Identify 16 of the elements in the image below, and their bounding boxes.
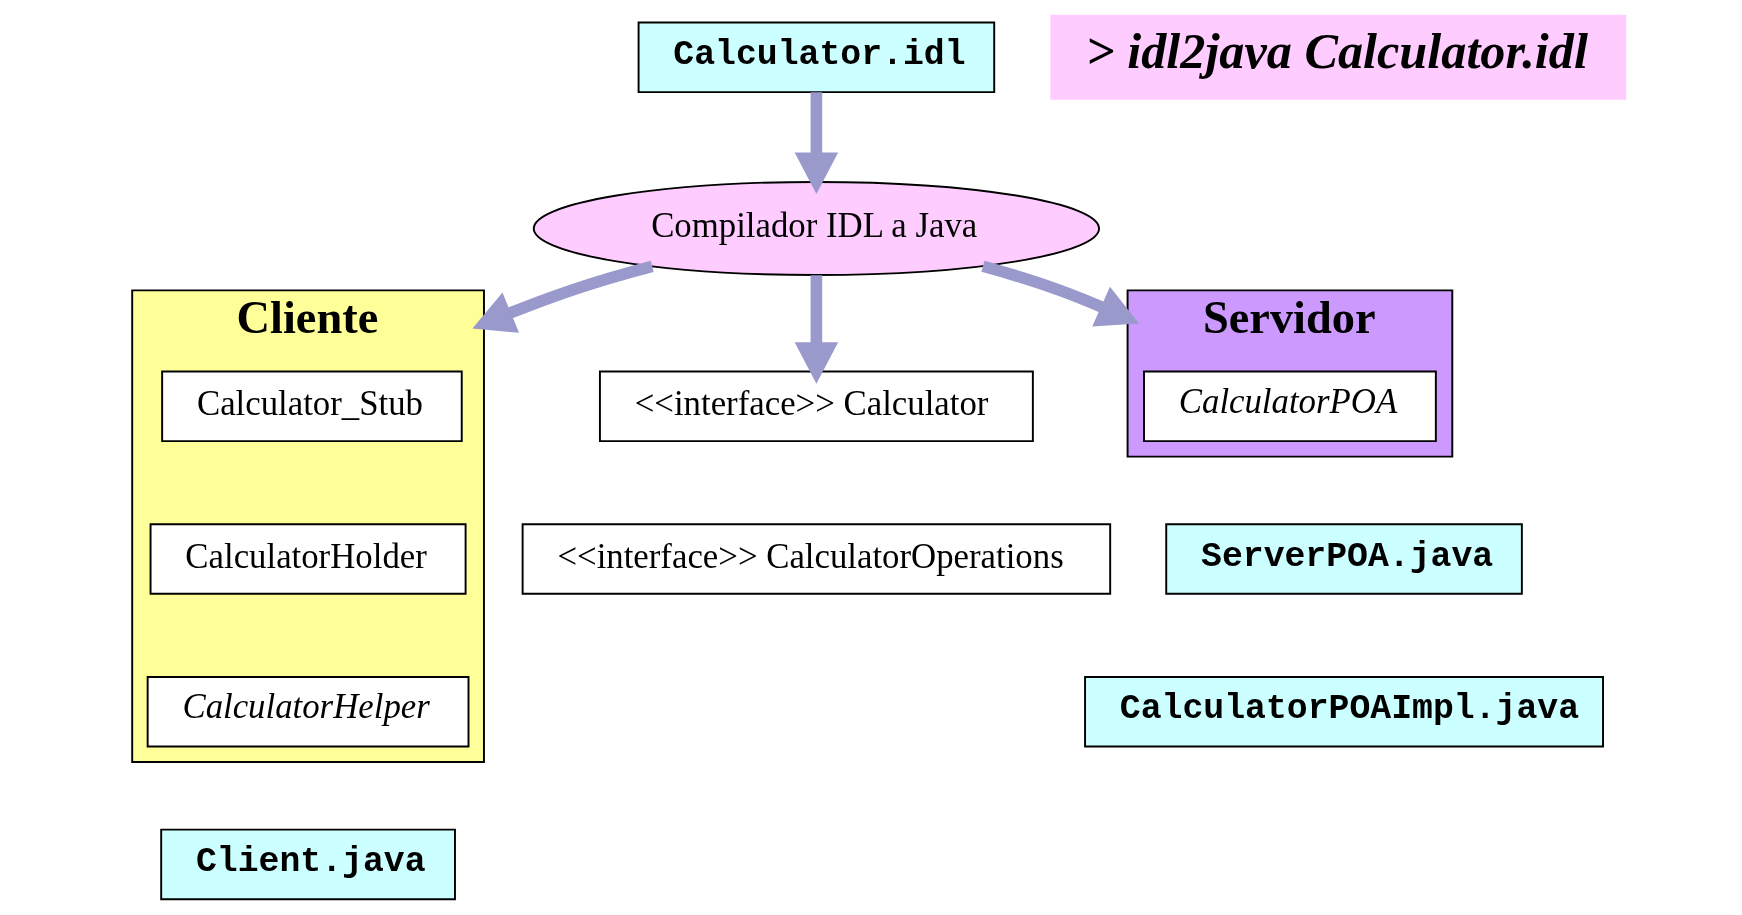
node-ellipse: Compilador IDL a Java [532, 180, 1100, 276]
node-box: Calculator_Stub [161, 370, 463, 443]
node-box: Client.java [160, 828, 456, 901]
node-box: Calculator.idl [637, 21, 996, 94]
arrow [981, 260, 1139, 327]
arrow [472, 260, 654, 333]
node-box: > idl2java Calculator.idl [1050, 14, 1627, 100]
node-box: CalculatorPOA [1143, 370, 1437, 443]
node-box: CalculatorPOAImpl.java [1084, 676, 1604, 748]
arrow [794, 275, 839, 384]
node-box: <<interface>> Calculator [598, 370, 1034, 443]
node-box: ServerPOA.java [1165, 523, 1523, 595]
node-box: CalculatorHolder [149, 523, 467, 595]
node-box: <<interface>> CalculatorOperations [521, 523, 1112, 595]
node-box: CalculatorHelper [146, 676, 470, 748]
arrow [794, 92, 839, 194]
